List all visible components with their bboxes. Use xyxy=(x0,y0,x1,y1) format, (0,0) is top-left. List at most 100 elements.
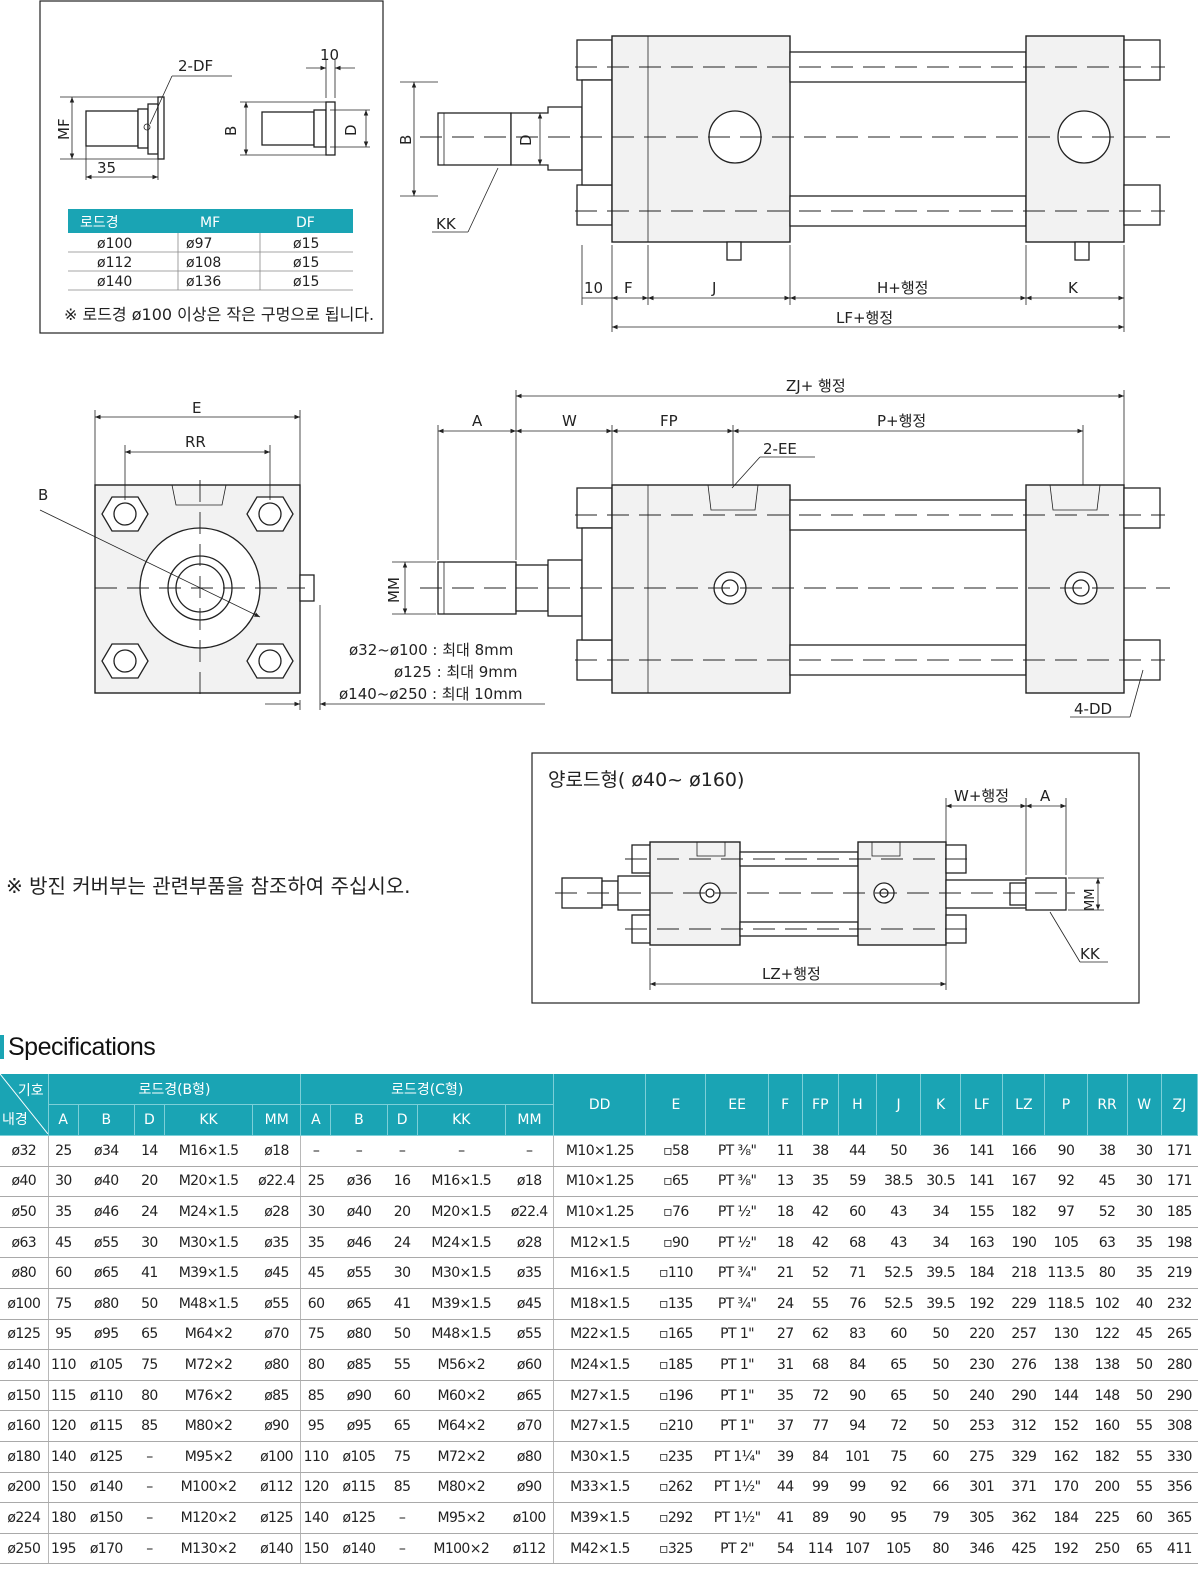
table-cell: 44 xyxy=(768,1472,803,1504)
table-cell: PT ⅜" xyxy=(705,1166,769,1198)
table-cell: M95×2 xyxy=(417,1502,506,1534)
table-cell: PT ½" xyxy=(705,1227,769,1259)
table-cell: 166 xyxy=(1002,1135,1045,1167)
table-cell: 35 xyxy=(802,1166,839,1198)
table-cell: ø105 xyxy=(78,1349,135,1381)
table-cell: 99 xyxy=(802,1472,839,1504)
table-cell: M18×1.5 xyxy=(553,1288,646,1320)
table-cell: 265 xyxy=(1161,1319,1198,1351)
dim-2df: 2-DF xyxy=(178,57,213,75)
dim-4dd: 4-DD xyxy=(1074,700,1112,718)
table-cell: 185 xyxy=(1161,1196,1198,1228)
table-cell: 63 xyxy=(1087,1227,1128,1259)
header-c-mm: MM xyxy=(505,1104,555,1136)
table-cell: M39×1.5 xyxy=(164,1257,253,1289)
table-cell: ø28 xyxy=(252,1196,302,1228)
table-cell: ▫58 xyxy=(645,1135,706,1167)
table-cell: ▫135 xyxy=(645,1288,706,1320)
table-cell: ø46 xyxy=(78,1196,135,1228)
dim-kk: KK xyxy=(436,215,457,233)
table-cell: ø85 xyxy=(330,1349,388,1381)
table-cell: 225 xyxy=(1087,1502,1128,1534)
table-cell: M10×1.25 xyxy=(553,1196,646,1228)
table-cell: ø90 xyxy=(505,1472,555,1504)
table-cell: 305 xyxy=(960,1502,1003,1534)
table-cell: 170 xyxy=(1044,1472,1088,1504)
inset-cell: ø15 xyxy=(293,255,319,271)
table-cell: 89 xyxy=(802,1502,839,1534)
header-j: J xyxy=(876,1074,922,1136)
inset-cell: ø15 xyxy=(293,274,319,290)
table-cell: PT ⅜" xyxy=(705,1135,769,1167)
inset-header-mf: MF xyxy=(200,215,220,231)
table-cell: 301 xyxy=(960,1472,1003,1504)
table-cell: ▫292 xyxy=(645,1502,706,1534)
table-cell: 79 xyxy=(920,1502,961,1534)
table-cell: 35 xyxy=(768,1380,803,1412)
table-cell: – xyxy=(300,1135,331,1167)
table-cell: 18 xyxy=(768,1227,803,1259)
table-cell: 192 xyxy=(1044,1533,1088,1565)
table-cell: 95 xyxy=(48,1319,79,1351)
table-cell: 218 xyxy=(1002,1257,1045,1289)
table-cell: 16 xyxy=(387,1166,418,1198)
table-cell: 150 xyxy=(300,1533,331,1565)
table-cell: 150 xyxy=(48,1472,79,1504)
table-cell: PT 1½" xyxy=(705,1502,769,1534)
dim-fp: FP xyxy=(660,412,678,430)
table-cell: ø112 xyxy=(252,1472,302,1504)
table-cell: PT 1¼" xyxy=(705,1441,769,1473)
dr-a: A xyxy=(1040,787,1051,805)
table-cell: M10×1.25 xyxy=(553,1166,646,1198)
bore-cell: ø140 xyxy=(0,1349,49,1381)
heading-accent-bar xyxy=(0,1035,4,1059)
table-cell: 180 xyxy=(48,1502,79,1534)
table-cell: ▫110 xyxy=(645,1257,706,1289)
table-cell: 34 xyxy=(920,1196,961,1228)
dr-mm: MM xyxy=(1083,889,1098,911)
table-cell: 122 xyxy=(1087,1319,1128,1351)
table-cell: 167 xyxy=(1002,1166,1045,1198)
table-cell: 90 xyxy=(838,1502,877,1534)
table-cell: ø80 xyxy=(505,1441,555,1473)
table-cell: PT ¾" xyxy=(705,1257,769,1289)
table-cell: 44 xyxy=(838,1135,877,1167)
table-cell: 50 xyxy=(1127,1349,1162,1381)
table-cell: PT 1½" xyxy=(705,1472,769,1504)
table-cell: ø95 xyxy=(78,1319,135,1351)
table-cell: 80 xyxy=(920,1533,961,1565)
table-cell: 52.5 xyxy=(876,1257,921,1289)
table-cell: 34 xyxy=(920,1227,961,1259)
table-cell: ▫185 xyxy=(645,1349,706,1381)
table-cell: ø100 xyxy=(252,1441,302,1473)
table-cell: 362 xyxy=(1002,1502,1045,1534)
table-cell: 45 xyxy=(1127,1319,1162,1351)
header-dd: DD xyxy=(553,1074,647,1136)
dim-10-small: 10 xyxy=(320,46,339,64)
inset-cell: ø97 xyxy=(186,236,212,252)
table-cell: M22×1.5 xyxy=(553,1319,646,1351)
table-cell: 39.5 xyxy=(920,1288,961,1320)
table-cell: 148 xyxy=(1087,1380,1128,1412)
table-cell: 160 xyxy=(1087,1410,1128,1442)
table-cell: ø70 xyxy=(252,1319,302,1351)
table-cell: 83 xyxy=(838,1319,877,1351)
table-cell: 50 xyxy=(876,1135,921,1167)
table-cell: M20×1.5 xyxy=(164,1166,253,1198)
table-cell: M56×2 xyxy=(417,1349,506,1381)
table-cell: – xyxy=(330,1135,388,1167)
table-cell: ø55 xyxy=(78,1227,135,1259)
header-f: F xyxy=(768,1074,803,1136)
table-cell: M72×2 xyxy=(164,1349,253,1381)
table-cell: ø55 xyxy=(252,1288,302,1320)
table-cell: ø18 xyxy=(252,1135,302,1167)
table-cell: – xyxy=(417,1135,506,1167)
dim-k: K xyxy=(1068,279,1079,297)
header-h: H xyxy=(838,1074,877,1136)
table-cell: M27×1.5 xyxy=(553,1410,646,1442)
table-cell: ø36 xyxy=(330,1166,388,1198)
table-cell: 120 xyxy=(48,1410,79,1442)
